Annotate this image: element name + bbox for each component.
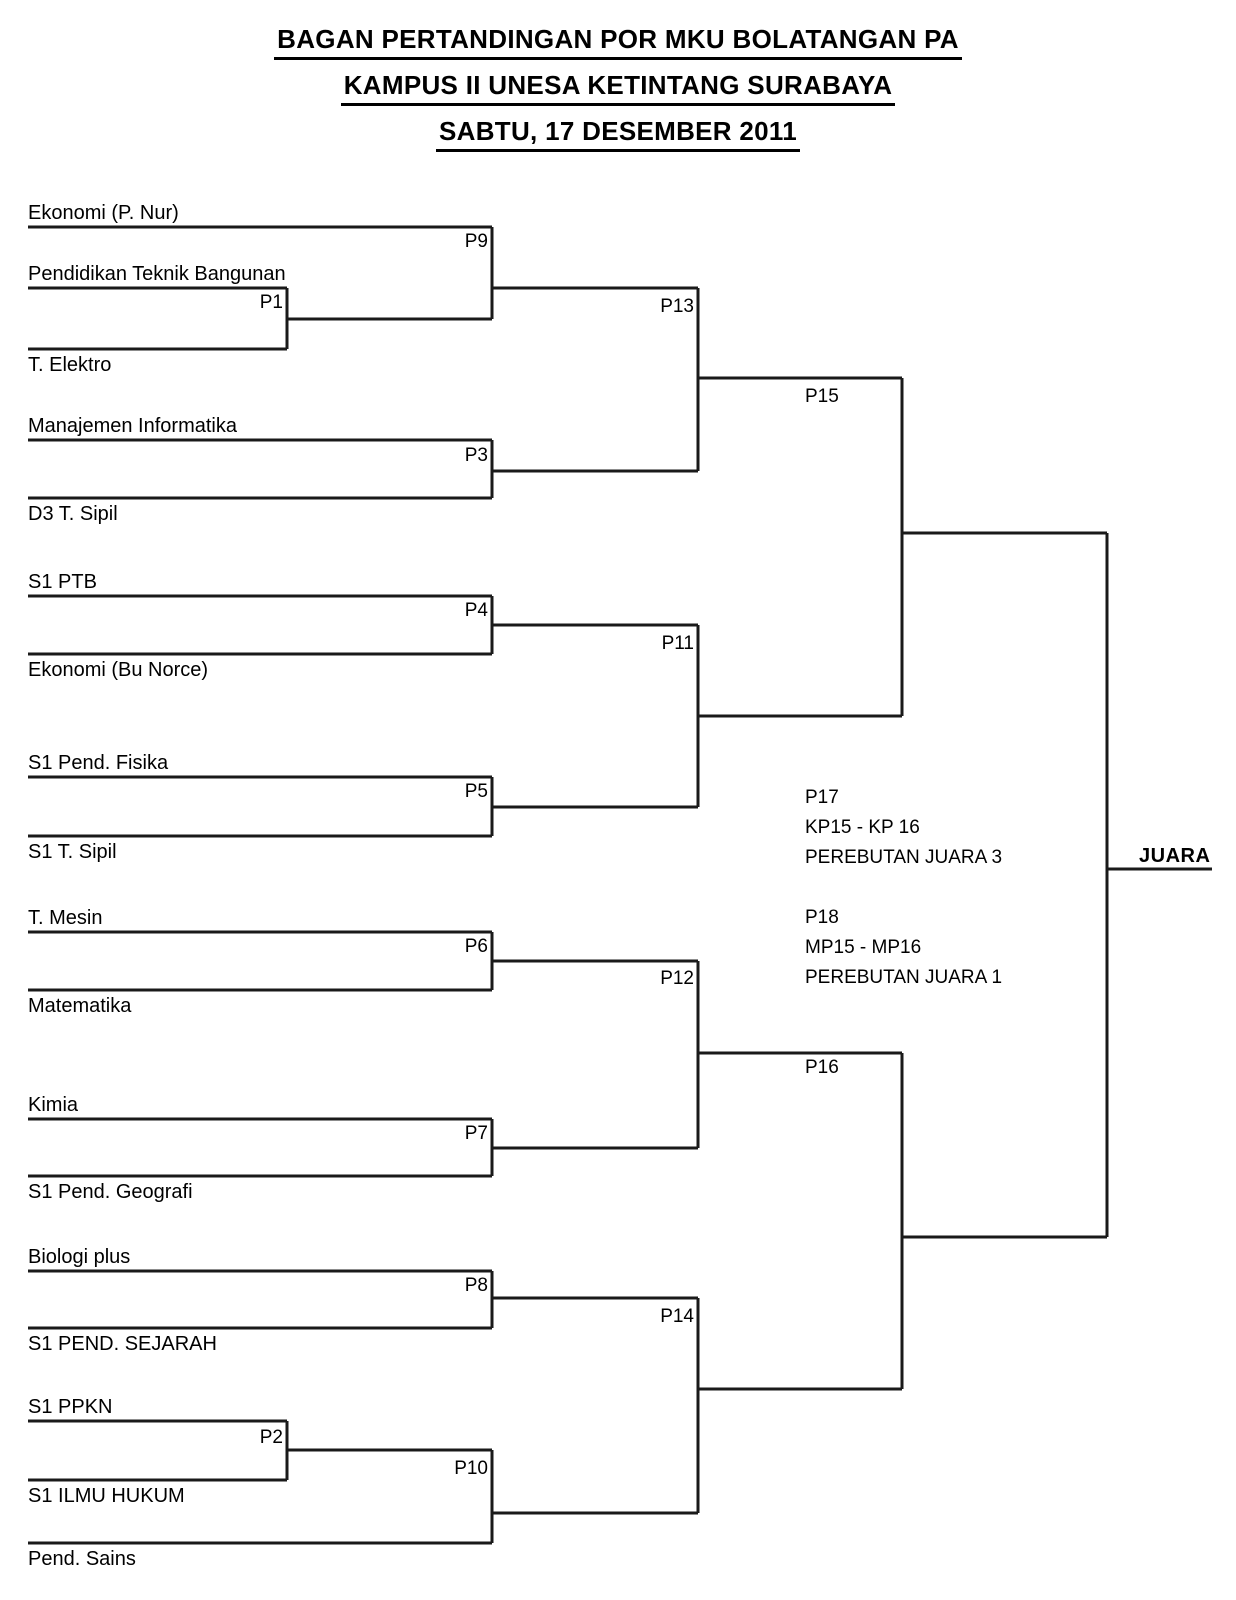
team-label-t-mesin: T. Mesin (28, 907, 103, 929)
page-header: BAGAN PERTANDINGAN POR MKU BOLATANGAN PA… (0, 24, 1236, 152)
match-label-p12: P12 (660, 968, 694, 989)
team-label-s1-pend-sejarah: S1 PEND. SEJARAH (28, 1333, 217, 1355)
team-label-s1-ptb: S1 PTB (28, 571, 97, 593)
team-label-matematika: Matematika (28, 995, 132, 1017)
title-line-2: KAMPUS II UNESA KETINTANG SURABAYA (340, 70, 896, 106)
match-label-p16: P16 (805, 1057, 839, 1078)
title-line-3: SABTU, 17 DESEMBER 2011 (435, 116, 801, 152)
champion-label: JUARA (1139, 845, 1211, 867)
match-label-p14: P14 (660, 1306, 694, 1327)
match-label-p15: P15 (805, 386, 839, 407)
title-line-1: BAGAN PERTANDINGAN POR MKU BOLATANGAN PA (274, 24, 962, 60)
third-place-pairing: KP15 - KP 16 (805, 817, 920, 838)
third-place-description: PEREBUTAN JUARA 3 (805, 847, 1003, 868)
match-label-p8: P8 (464, 1275, 488, 1296)
team-label-ekonomi-bu-norce: Ekonomi (Bu Norce) (28, 659, 209, 681)
team-label-ekonomi-p-nur: Ekonomi (P. Nur) (28, 202, 179, 224)
match-label-p13: P13 (660, 296, 694, 317)
match-label-p9: P9 (464, 231, 488, 252)
third-place-code: P17 (805, 787, 839, 808)
match-label-p11: P11 (661, 633, 694, 654)
team-label-s1-t-sipil: S1 T. Sipil (28, 841, 117, 863)
match-label-p5: P5 (464, 781, 488, 802)
match-label-p10: P10 (454, 1458, 488, 1479)
third-place-info: P17 KP15 - KP 16 PEREBUTAN JUARA 3 (805, 783, 1002, 873)
team-label-pend-teknik-bangunan: Pendidikan Teknik Bangunan (28, 263, 286, 285)
first-place-info: P18 MP15 - MP16 PEREBUTAN JUARA 1 (805, 903, 1002, 993)
team-label-s1-ppkn: S1 PPKN (28, 1396, 113, 1418)
team-label-manajemen-informatika: Manajemen Informatika (28, 415, 237, 437)
team-label-kimia: Kimia (28, 1094, 79, 1116)
match-label-p1: P1 (259, 292, 283, 313)
match-label-p2: P2 (259, 1427, 283, 1448)
team-label-t-elektro: T. Elektro (28, 354, 112, 376)
team-label-d3-t-sipil: D3 T. Sipil (28, 503, 118, 525)
team-label-s1-ilmu-hukum: S1 ILMU HUKUM (28, 1485, 185, 1507)
team-label-pend-sains: Pend. Sains (28, 1548, 136, 1570)
team-label-s1-pend-fisika: S1 Pend. Fisika (28, 752, 169, 774)
match-label-p6: P6 (464, 936, 488, 957)
match-label-p4: P4 (464, 600, 488, 621)
match-label-p3: P3 (464, 445, 488, 466)
first-place-pairing: MP15 - MP16 (805, 937, 922, 958)
team-label-s1-pend-geografi: S1 Pend. Geografi (28, 1181, 193, 1203)
match-label-p7: P7 (464, 1123, 488, 1144)
first-place-code: P18 (805, 907, 839, 928)
first-place-description: PEREBUTAN JUARA 1 (805, 967, 1003, 988)
team-label-biologi-plus: Biologi plus (28, 1246, 131, 1268)
